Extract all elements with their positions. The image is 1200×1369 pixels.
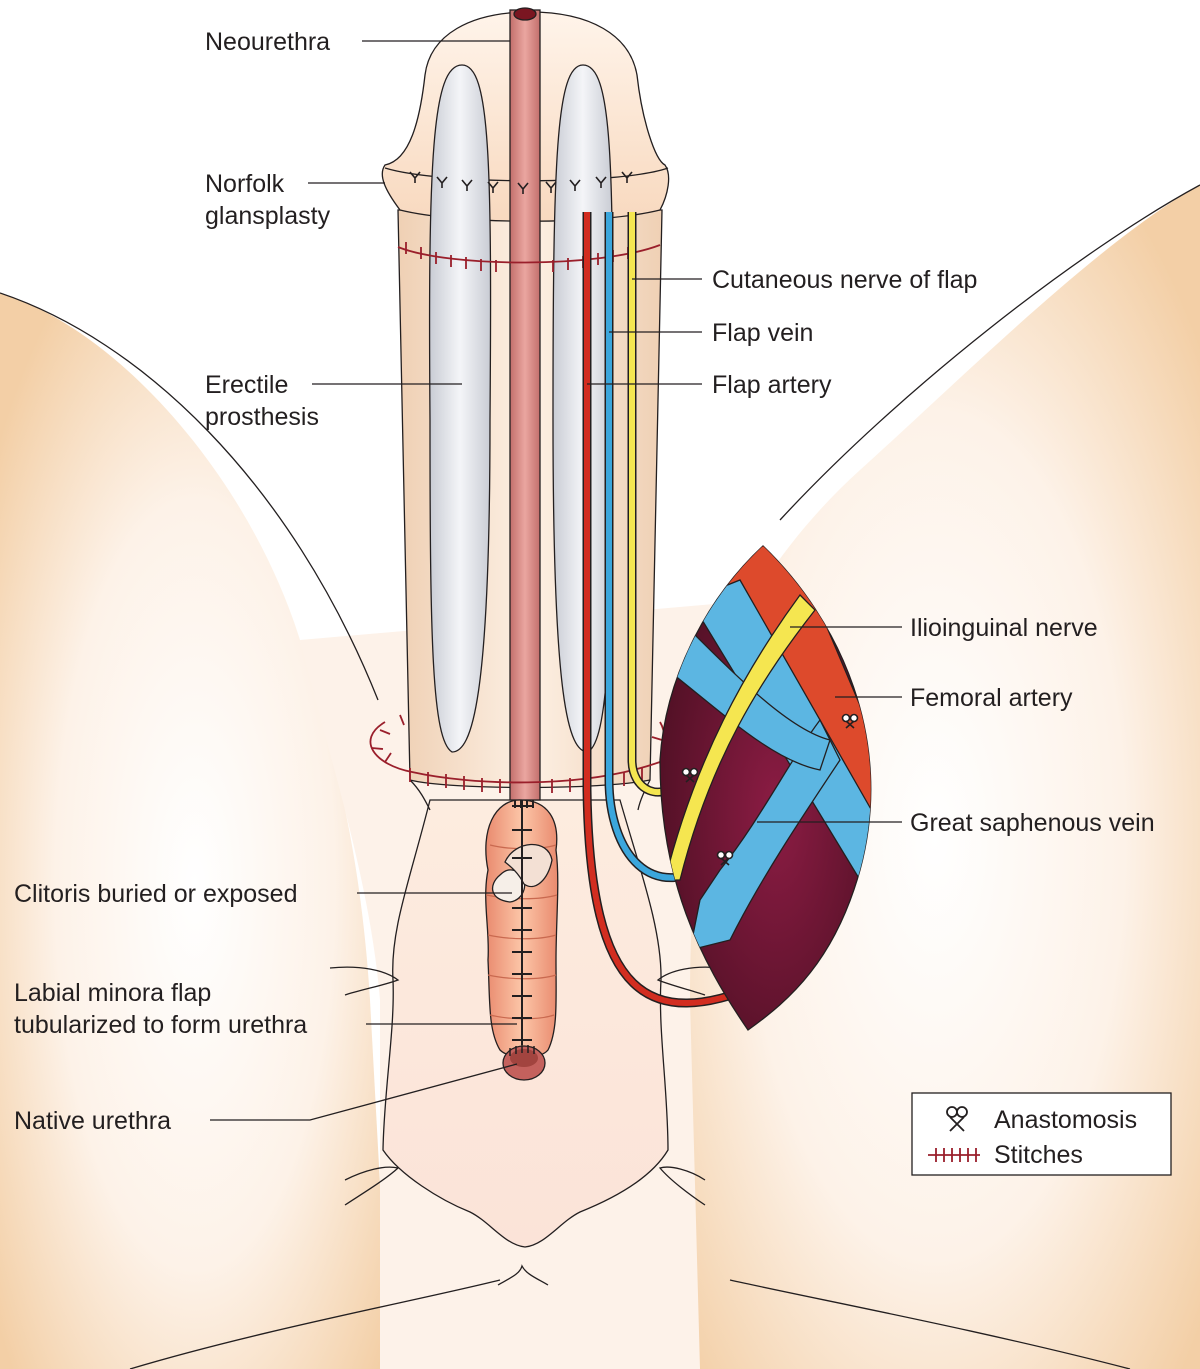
label-glansplasty: glansplasty xyxy=(205,202,331,230)
groin-exposure xyxy=(659,545,872,1031)
label-cutaneous-nerve: Cutaneous nerve of flap xyxy=(712,266,977,294)
fold-left xyxy=(329,966,400,996)
label-erectile: Erectile xyxy=(205,371,288,399)
fold-right xyxy=(656,966,721,996)
leader-lines xyxy=(210,40,902,1121)
stitches-icon xyxy=(928,1148,980,1162)
labial-flap xyxy=(485,799,559,1081)
legend-stitches-label: Stitches xyxy=(994,1141,1083,1169)
label-ilioinguinal-nerve: Ilioinguinal nerve xyxy=(910,614,1098,642)
label-native-urethra: Native urethra xyxy=(14,1107,171,1135)
label-clitoris: Clitoris buried or exposed xyxy=(14,880,297,908)
label-flap-vein: Flap vein xyxy=(712,319,813,347)
glansplasty-stitches xyxy=(409,171,633,194)
anastomosis-icon xyxy=(946,1106,968,1132)
legend: Anastomosis Stitches xyxy=(911,1092,1172,1176)
neourethra-tube xyxy=(509,9,541,801)
clitoris xyxy=(491,869,526,903)
left-prosthesis xyxy=(428,64,492,753)
label-norfolk: Norfolk xyxy=(205,170,285,198)
anastomosis-marks xyxy=(681,713,859,866)
gluteal-cleft xyxy=(497,1264,549,1286)
legend-box xyxy=(911,1092,1172,1176)
buttock-line-right xyxy=(729,1279,1131,1369)
right-thigh xyxy=(670,185,1200,1369)
fold-low-right xyxy=(658,1166,706,1206)
label-neourethra: Neourethra xyxy=(205,28,330,56)
clitoral-hood xyxy=(504,843,553,888)
native-urethra-lumen xyxy=(510,1049,538,1067)
saphenous-branch xyxy=(689,718,841,951)
label-flap-artery: Flap artery xyxy=(712,371,832,399)
buttock-line-left xyxy=(129,1279,501,1369)
label-prosthesis: prosthesis xyxy=(205,403,319,431)
labels: Neourethra Norfolk glansplasty Erectile … xyxy=(14,28,1155,1135)
legend-anastomosis-label: Anastomosis xyxy=(994,1106,1137,1134)
fold-low-left xyxy=(344,1166,400,1206)
ilioinguinal-band xyxy=(664,594,816,881)
thighs xyxy=(0,293,390,1369)
phallus xyxy=(381,7,670,811)
left-thigh-line xyxy=(0,292,379,701)
label-femoral-artery: Femoral artery xyxy=(910,684,1073,712)
shaft-base xyxy=(409,779,651,811)
neourethra-meatus xyxy=(513,7,537,21)
label-great-saphenous-vein: Great saphenous vein xyxy=(910,809,1155,837)
label-labial-flap: Labial minora flap xyxy=(14,979,211,1007)
label-labial-tubularized: tubularized to form urethra xyxy=(14,1011,307,1039)
right-thigh-line xyxy=(779,184,1200,521)
